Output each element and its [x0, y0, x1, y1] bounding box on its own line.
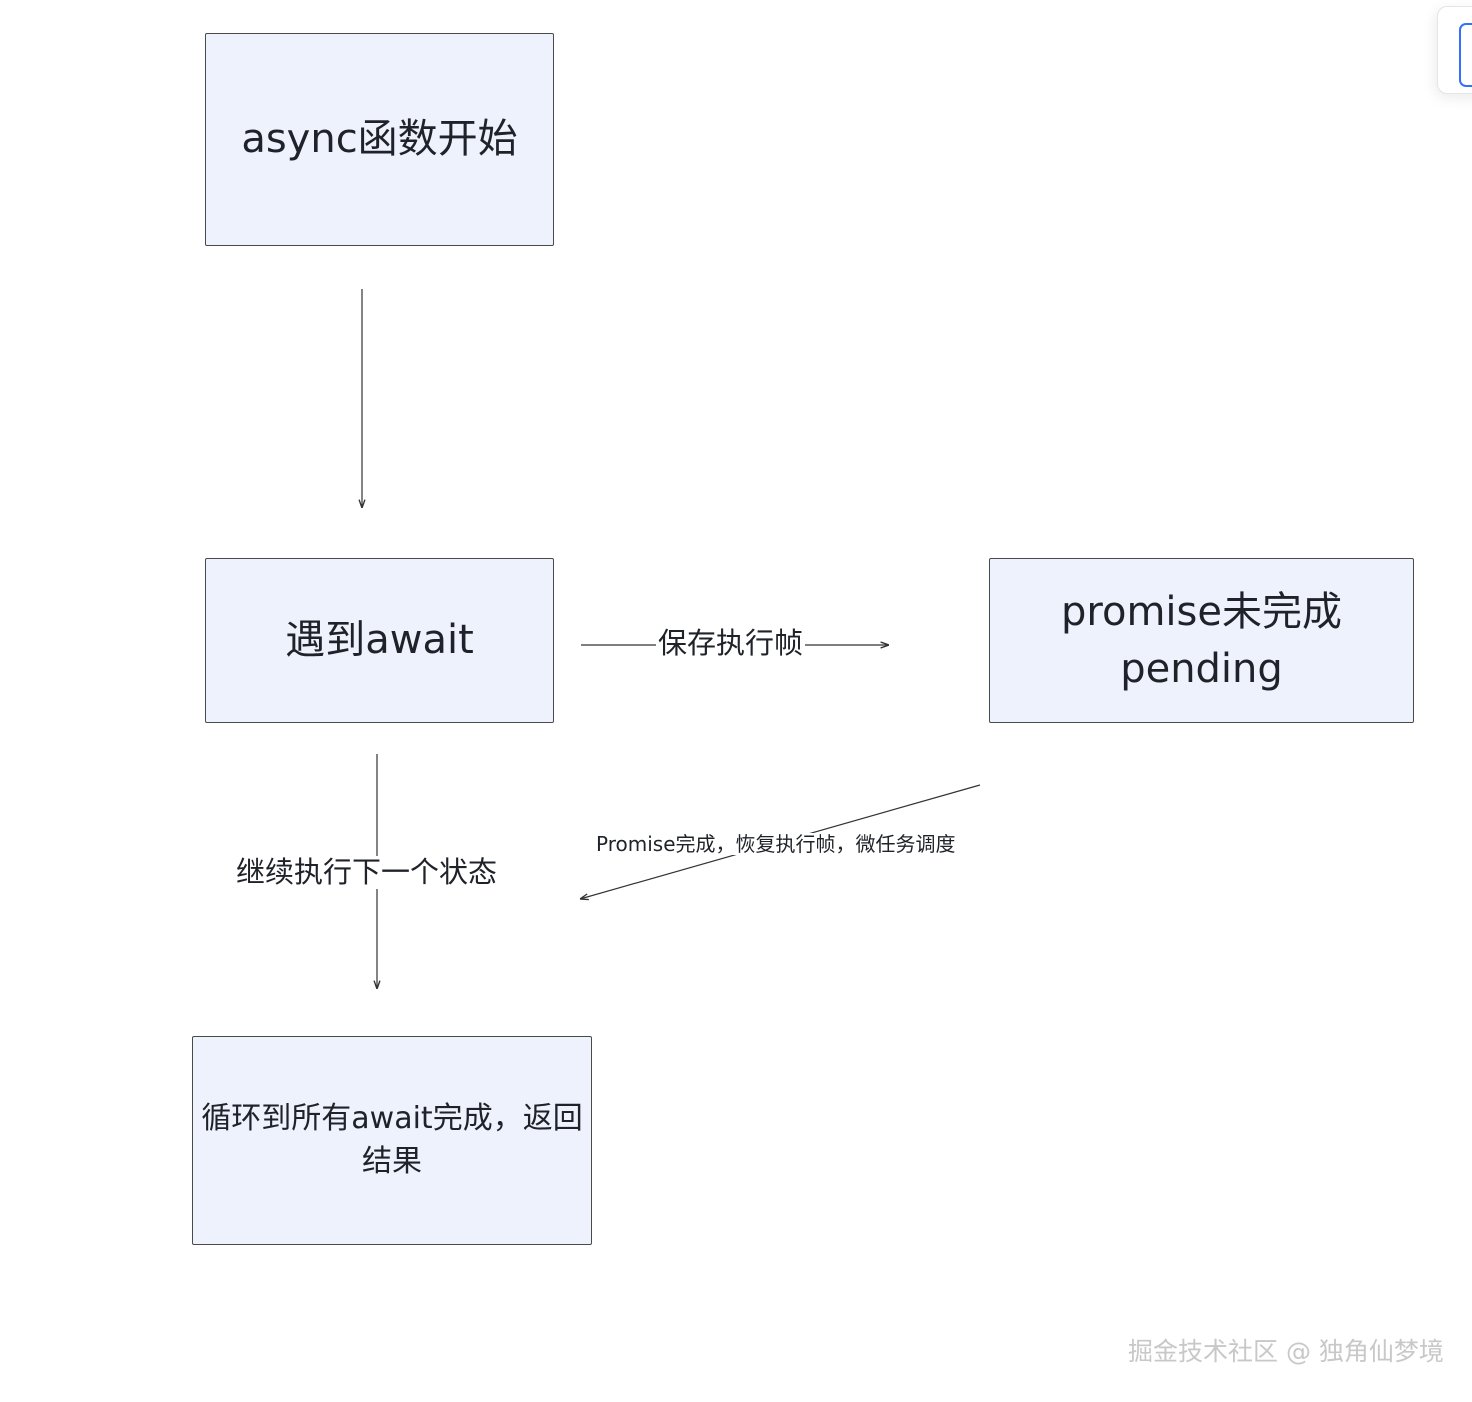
- node-async-start: async函数开始: [205, 33, 554, 246]
- toolbar-widget-icon: [1459, 23, 1472, 87]
- node-loop-return: 循环到所有await完成，返回 结果: [192, 1036, 592, 1245]
- node-promise-pending: promise未完成 pending: [989, 558, 1414, 723]
- node-promise-pending-line1: promise未完成: [1061, 588, 1342, 635]
- edge-label-save-frame: 保存执行帧: [656, 626, 806, 660]
- node-loop-return-line1: 循环到所有await完成，返回: [201, 1100, 583, 1136]
- edge-label-continue-next: 继续执行下一个状态: [236, 855, 498, 889]
- node-encounter-await-label: 遇到await: [285, 617, 474, 664]
- node-loop-return-line2: 结果: [362, 1143, 422, 1179]
- node-loop-return-text: 循环到所有await完成，返回 结果: [201, 1098, 582, 1183]
- edge-label-resume-frame: Promise完成，恢复执行帧，微任务调度: [596, 832, 956, 856]
- watermark: 掘金技术社区 @ 独角仙梦境: [1128, 1337, 1444, 1366]
- floating-toolbar-widget[interactable]: [1437, 6, 1472, 94]
- node-encounter-await: 遇到await: [205, 558, 554, 723]
- node-promise-pending-line2: pending: [1120, 645, 1283, 692]
- node-promise-pending-text: promise未完成 pending: [1061, 584, 1342, 698]
- node-async-start-label: async函数开始: [241, 116, 518, 163]
